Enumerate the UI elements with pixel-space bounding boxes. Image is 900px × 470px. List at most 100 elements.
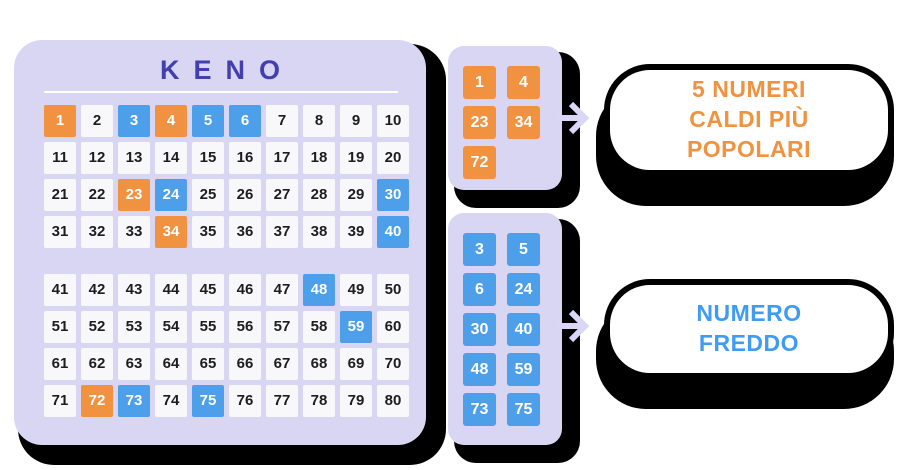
cold-label-line: FREDDO (698, 330, 800, 356)
keno-cell[interactable]: 12 (81, 142, 113, 174)
keno-cell[interactable]: 13 (118, 142, 150, 174)
keno-cell[interactable]: 47 (266, 274, 298, 306)
keno-cell[interactable]: 9 (340, 105, 372, 137)
keno-cell[interactable]: 41 (44, 274, 76, 306)
keno-cell[interactable]: 49 (340, 274, 372, 306)
keno-cell-hot[interactable]: 23 (118, 179, 150, 211)
keno-cell[interactable]: 17 (266, 142, 298, 174)
keno-cell[interactable]: 10 (377, 105, 409, 137)
keno-cell[interactable]: 39 (340, 216, 372, 248)
keno-cell-cold[interactable]: 6 (229, 105, 261, 137)
keno-cell[interactable]: 2 (81, 105, 113, 137)
keno-cell[interactable]: 21 (44, 179, 76, 211)
keno-cell-cold[interactable]: 73 (118, 385, 150, 417)
keno-cell[interactable]: 32 (81, 216, 113, 248)
cold-number-chip-cold: 24 (507, 273, 540, 306)
hot-label-line: POPOLARI (686, 135, 812, 162)
keno-cell[interactable]: 37 (266, 216, 298, 248)
keno-cell-cold[interactable]: 59 (340, 311, 372, 343)
keno-cell[interactable]: 58 (303, 311, 335, 343)
hot-label-line: 5 NUMERI (692, 76, 806, 103)
cold-label-line: NUMERO (696, 300, 802, 327)
keno-cell[interactable]: 27 (266, 179, 298, 211)
keno-cell[interactable]: 44 (155, 274, 187, 306)
keno-cell[interactable]: 63 (118, 348, 150, 380)
keno-cell[interactable]: 66 (229, 348, 261, 380)
keno-cell[interactable]: 64 (155, 348, 187, 380)
keno-cell[interactable]: 26 (229, 179, 261, 211)
keno-cell-cold[interactable]: 30 (377, 179, 409, 211)
keno-cell[interactable]: 53 (118, 311, 150, 343)
keno-cell-hot[interactable]: 34 (155, 216, 187, 248)
keno-cell[interactable]: 78 (303, 385, 335, 417)
keno-cell[interactable]: 54 (155, 311, 187, 343)
keno-cell-cold[interactable]: 40 (377, 216, 409, 248)
keno-cell[interactable]: 55 (192, 311, 224, 343)
hot-number-chip-hot: 23 (463, 106, 496, 139)
keno-cell[interactable]: 25 (192, 179, 224, 211)
keno-cell-cold[interactable]: 3 (118, 105, 150, 137)
keno-cell[interactable]: 43 (118, 274, 150, 306)
keno-cell[interactable]: 46 (229, 274, 261, 306)
keno-cell[interactable]: 20 (377, 142, 409, 174)
keno-cell[interactable]: 71 (44, 385, 76, 417)
keno-cell[interactable]: 31 (44, 216, 76, 248)
keno-cell[interactable]: 65 (192, 348, 224, 380)
keno-cell[interactable]: 18 (303, 142, 335, 174)
keno-cell[interactable]: 51 (44, 311, 76, 343)
hot-label-line: CALDI PIÙ (689, 106, 809, 133)
keno-cell[interactable]: 16 (229, 142, 261, 174)
keno-cell[interactable]: 36 (229, 216, 261, 248)
cold-number-chip-cold: 48 (463, 353, 496, 386)
keno-cell[interactable]: 67 (266, 348, 298, 380)
cold-number-chip-cold: 3 (463, 233, 496, 266)
keno-cell[interactable]: 52 (81, 311, 113, 343)
keno-cell[interactable]: 69 (340, 348, 372, 380)
keno-cell[interactable]: 45 (192, 274, 224, 306)
keno-cell[interactable]: 22 (81, 179, 113, 211)
keno-cell[interactable]: 62 (81, 348, 113, 380)
keno-cell[interactable]: 60 (377, 311, 409, 343)
cold-number-chip-cold: 5 (507, 233, 540, 266)
keno-cell[interactable]: 50 (377, 274, 409, 306)
keno-cell[interactable]: 28 (303, 179, 335, 211)
keno-cell[interactable]: 57 (266, 311, 298, 343)
hot-number-chip-hot: 72 (463, 146, 496, 179)
keno-cell-cold[interactable]: 5 (192, 105, 224, 137)
keno-cell[interactable]: 15 (192, 142, 224, 174)
keno-cell-cold[interactable]: 48 (303, 274, 335, 306)
keno-cell[interactable]: 79 (340, 385, 372, 417)
keno-cell[interactable]: 11 (44, 142, 76, 174)
keno-cell[interactable]: 76 (229, 385, 261, 417)
keno-cell[interactable]: 7 (266, 105, 298, 137)
keno-cell-hot[interactable]: 4 (155, 105, 187, 137)
keno-cell[interactable]: 8 (303, 105, 335, 137)
keno-cell[interactable]: 80 (377, 385, 409, 417)
keno-cell[interactable]: 33 (118, 216, 150, 248)
keno-cell[interactable]: 35 (192, 216, 224, 248)
keno-cell-hot[interactable]: 72 (81, 385, 113, 417)
keno-cell[interactable]: 68 (303, 348, 335, 380)
keno-cell[interactable]: 42 (81, 274, 113, 306)
keno-cell[interactable]: 74 (155, 385, 187, 417)
hot-number-chip-hot: 4 (507, 66, 540, 99)
keno-cell[interactable]: 29 (340, 179, 372, 211)
keno-cell-cold[interactable]: 75 (192, 385, 224, 417)
keno-cell[interactable]: 61 (44, 348, 76, 380)
keno-cell[interactable]: 38 (303, 216, 335, 248)
title-divider (44, 91, 398, 93)
keno-cell-hot[interactable]: 1 (44, 105, 76, 137)
keno-cell[interactable]: 19 (340, 142, 372, 174)
keno-cell-cold[interactable]: 24 (155, 179, 187, 211)
cold-number-chip-cold: 75 (507, 393, 540, 426)
keno-cell[interactable]: 14 (155, 142, 187, 174)
keno-cell[interactable]: 77 (266, 385, 298, 417)
keno-cell[interactable]: 56 (229, 311, 261, 343)
hot-numbers-label-text: 5 NUMERI CALDI PIÙ POPOLARI (687, 75, 811, 165)
arrow-right-icon (556, 101, 590, 135)
keno-cell[interactable]: 70 (377, 348, 409, 380)
